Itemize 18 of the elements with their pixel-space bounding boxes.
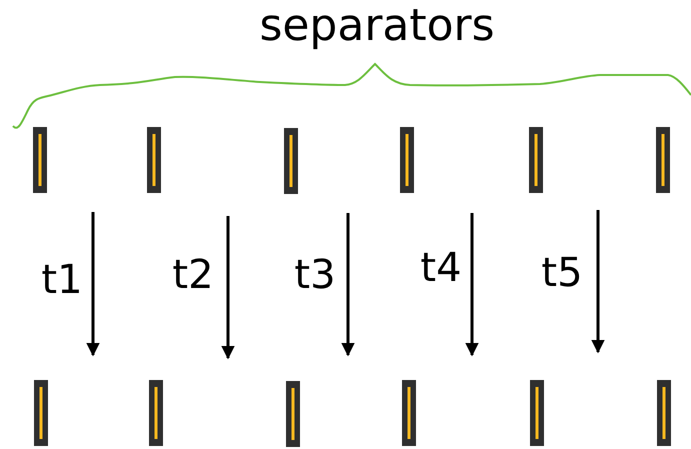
time-label: t5 (541, 253, 583, 293)
separator-bar (284, 128, 298, 194)
time-label: t4 (420, 248, 462, 288)
separator-bar (286, 381, 300, 447)
time-label: t2 (172, 255, 214, 295)
separator-bar (34, 380, 48, 446)
separator-bar (149, 380, 163, 446)
heading: separators (259, 4, 495, 48)
time-label: t3 (294, 255, 336, 295)
separator-bar (147, 127, 161, 193)
separator-bar (656, 127, 670, 193)
separator-bar (33, 127, 47, 193)
separator-bar (530, 380, 544, 446)
time-label: t1 (41, 260, 83, 300)
separator-bar (529, 127, 543, 193)
separator-bar (657, 380, 671, 446)
separator-bar (402, 380, 416, 446)
separator-bar (400, 127, 414, 193)
